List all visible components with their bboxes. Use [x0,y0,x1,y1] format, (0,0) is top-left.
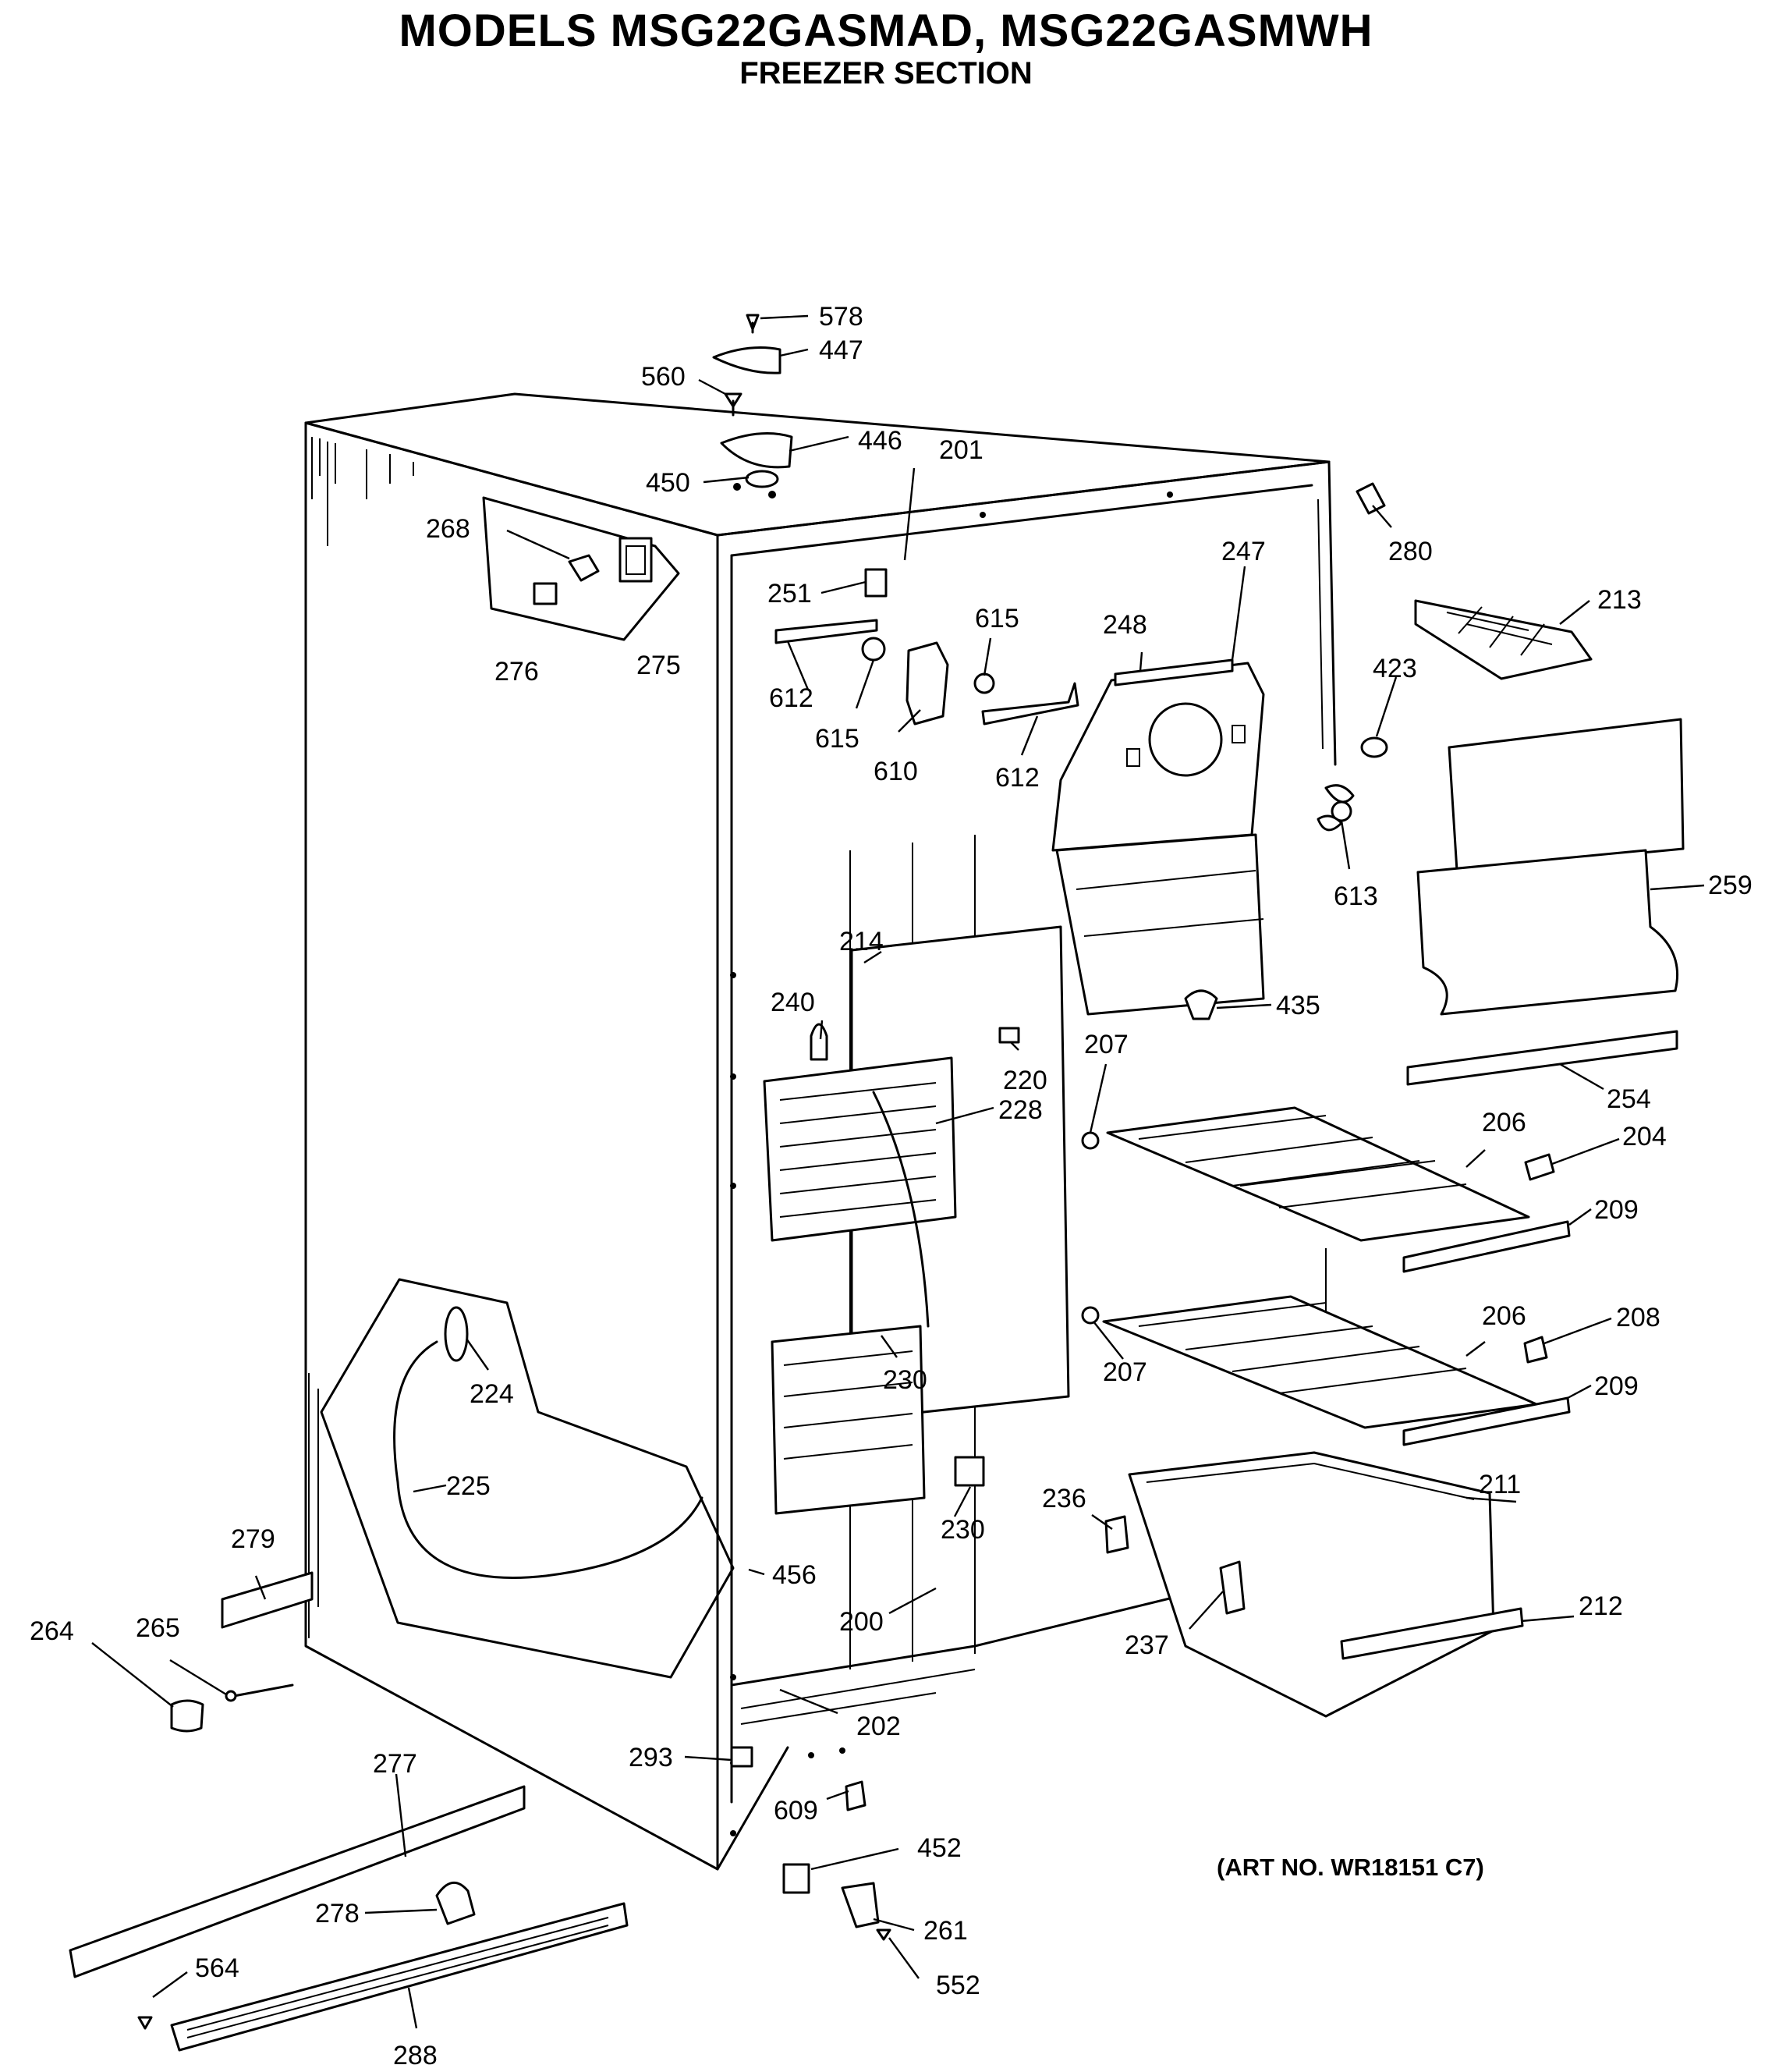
diagram-title: MODELS MSG22GASMAD, MSG22GASMWH [399,5,1373,56]
callout-207a: 207 [1084,1030,1129,1059]
callout-452: 452 [917,1833,962,1863]
callout-230a: 230 [883,1365,927,1395]
callout-228: 228 [998,1095,1043,1125]
callout-276: 276 [494,657,539,687]
duct-assembly [320,1278,735,1679]
callout-213: 213 [1597,585,1642,615]
top-hinge-assembly [712,314,793,498]
callout-207b: 207 [1103,1357,1147,1387]
fan-and-icetray [1317,482,1593,832]
callout-237: 237 [1125,1630,1169,1660]
callout-552: 552 [936,1971,980,2000]
callout-578: 578 [819,302,863,332]
callout-204: 204 [1622,1122,1667,1151]
art-number: (ART NO. WR18151 C7) [1217,1854,1484,1881]
evaporator [763,925,1070,1515]
callout-275: 275 [636,651,681,680]
callout-206a: 206 [1482,1108,1526,1137]
callout-609: 609 [774,1796,818,1825]
callout-230b: 230 [941,1515,985,1545]
callout-612b: 612 [995,763,1040,793]
callout-612a: 612 [769,683,813,713]
callout-277: 277 [373,1749,417,1779]
callout-564: 564 [195,1953,239,1983]
upper-interior-parts [774,568,1079,726]
rear-panel [1406,718,1685,1086]
callout-261: 261 [923,1916,968,1946]
control-housing [482,496,680,641]
callout-214: 214 [839,927,884,956]
callout-446: 446 [858,426,902,456]
callout-247: 247 [1221,537,1266,566]
leader-lines [91,314,1705,2029]
callout-278: 278 [315,1899,360,1928]
callout-225: 225 [446,1471,491,1501]
callout-279: 279 [231,1524,275,1554]
callout-208: 208 [1616,1303,1660,1332]
bottom-parts [69,1571,891,2052]
callout-254: 254 [1607,1084,1651,1114]
callout-224: 224 [470,1379,514,1409]
callout-447: 447 [819,335,863,365]
callout-201: 201 [939,435,983,465]
callout-435: 435 [1276,991,1320,1020]
callout-251: 251 [767,579,812,608]
shelves [1081,989,1571,1446]
callout-211: 211 [1479,1470,1521,1499]
callout-264: 264 [30,1616,74,1646]
callout-610: 610 [874,757,918,786]
callout-613: 613 [1334,882,1378,911]
callout-423: 423 [1373,654,1417,683]
callout-220: 220 [1003,1066,1047,1095]
callout-280: 280 [1388,537,1433,566]
callout-248: 248 [1103,610,1147,640]
part-callouts: 578 447 560 446 450 201 280 268 251 247 … [30,302,1753,2070]
callout-206b: 206 [1482,1301,1526,1331]
callout-456: 456 [772,1560,817,1590]
callout-615b: 615 [815,724,859,754]
callout-212: 212 [1579,1591,1623,1621]
diagram-subtitle: FREEZER SECTION [739,56,1033,90]
callout-293: 293 [629,1743,673,1772]
callout-288: 288 [393,2041,438,2070]
callout-268: 268 [426,514,470,544]
fan-shroud [1051,658,1265,1016]
callout-240: 240 [771,988,815,1017]
callout-236: 236 [1042,1484,1086,1513]
callout-200: 200 [839,1607,884,1637]
basket [1104,1451,1524,1718]
callout-259: 259 [1708,871,1753,900]
callout-265: 265 [136,1613,180,1643]
callout-209a: 209 [1594,1195,1639,1225]
callout-560: 560 [641,362,686,392]
callout-615a: 615 [975,604,1019,633]
callout-209b: 209 [1594,1371,1639,1401]
callout-450: 450 [646,468,690,498]
callout-202: 202 [856,1712,901,1741]
